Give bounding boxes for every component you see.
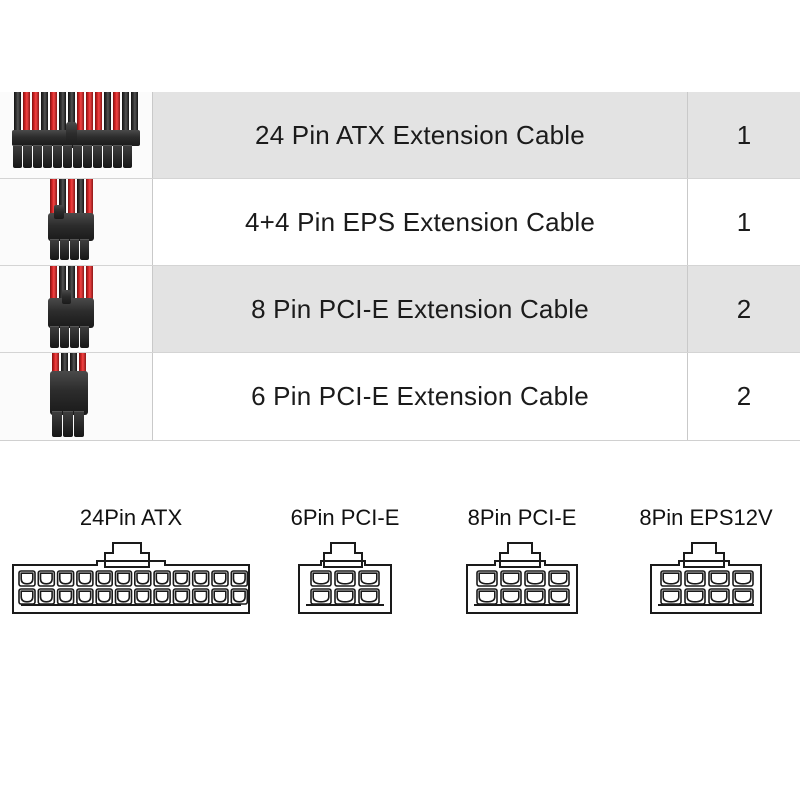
- connector-6pin-pcie-icon: [262, 541, 428, 619]
- product-image-cell: [0, 353, 152, 440]
- connector-24pin-atx: 24Pin ATX: [6, 505, 256, 619]
- 6-pin-pcie-extension-cable-photo: [0, 353, 152, 440]
- connector-label: 6Pin PCI-E: [290, 505, 400, 530]
- connector-8pin-pcie-icon: [433, 541, 611, 619]
- table-row: 6 Pin PCI-E Extension Cable 2: [0, 352, 800, 440]
- 24-pin-atx-extension-cable-photo: [0, 92, 152, 179]
- product-image-cell: [0, 179, 152, 266]
- product-image-cell: [0, 266, 152, 353]
- product-qty: 2: [736, 381, 752, 411]
- product-qty: 1: [736, 120, 752, 150]
- connector-6pin-pcie: 6Pin PCI-E: [262, 505, 428, 619]
- product-qty: 1: [736, 207, 752, 237]
- product-name: 24 Pin ATX Extension Cable: [152, 92, 688, 179]
- connector-label: 8Pin PCI-E: [467, 505, 577, 530]
- connector-label: 24Pin ATX: [79, 505, 183, 530]
- 4plus4-pin-eps-extension-cable-photo: [0, 179, 152, 266]
- connector-24pin-atx-icon: [6, 541, 256, 619]
- 8-pin-pcie-extension-cable-photo: [0, 266, 152, 353]
- connector-pinout-legend: 24Pin ATX 6Pin PCI-E: [0, 505, 800, 655]
- connector-label: 8Pin EPS12V: [639, 505, 773, 530]
- table-row: 24 Pin ATX Extension Cable 1: [0, 92, 800, 179]
- connector-8pin-eps12v: 8Pin EPS12V: [612, 505, 800, 619]
- product-image-cell: [0, 92, 152, 179]
- connector-8pin-eps12v-icon: [612, 541, 800, 619]
- table-row: 8 Pin PCI-E Extension Cable 2: [0, 265, 800, 353]
- product-qty: 2: [736, 294, 752, 324]
- product-name: 4+4 Pin EPS Extension Cable: [152, 179, 688, 266]
- product-contents-table: 24 Pin ATX Extension Cable 1 4+4 Pin EPS…: [0, 92, 800, 441]
- product-name: 6 Pin PCI-E Extension Cable: [152, 353, 688, 440]
- connector-8pin-pcie: 8Pin PCI-E: [433, 505, 611, 619]
- table-row: 4+4 Pin EPS Extension Cable 1: [0, 178, 800, 266]
- product-name: 8 Pin PCI-E Extension Cable: [152, 266, 688, 353]
